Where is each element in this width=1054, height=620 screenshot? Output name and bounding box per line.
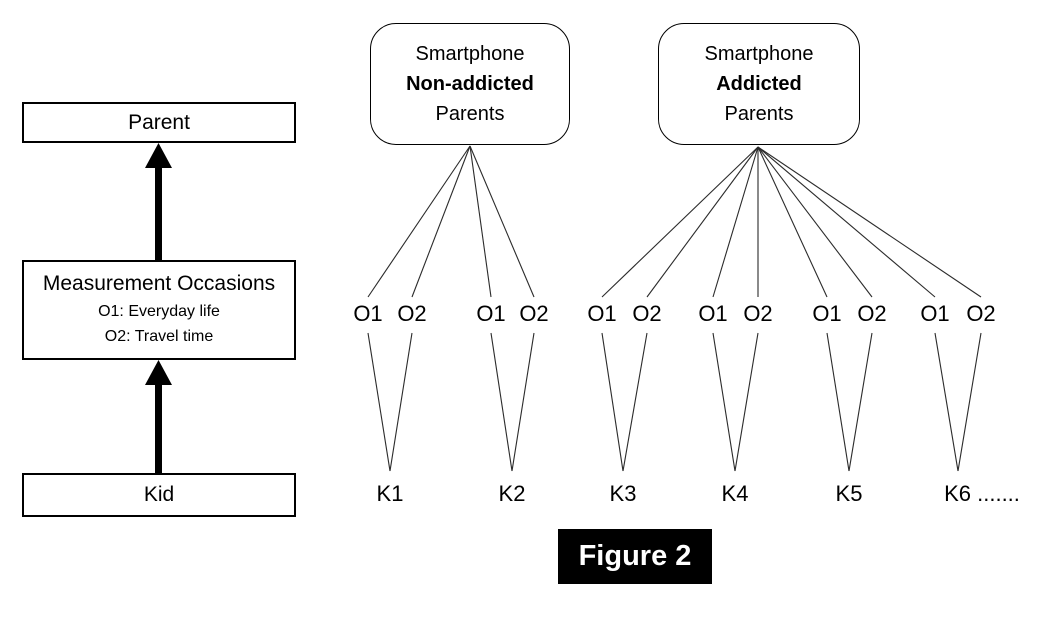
group-line-bold: Addicted [716, 73, 802, 95]
occasion-label-k2-o2: O2 [519, 301, 549, 326]
group-line: Smartphone [415, 43, 525, 65]
kid-label-k2: K2 [498, 481, 526, 506]
addicted-parents-box: Smartphone Addicted Parents [658, 23, 860, 145]
kid-box: Kid [22, 473, 296, 517]
occasion-label-k2-o1: O1 [476, 301, 506, 326]
occasion-label-k3-o1: O1 [587, 301, 617, 326]
fan-addicted [601, 146, 982, 298]
non-addicted-parents-box: Smartphone Non-addicted Parents [370, 23, 570, 145]
occasion-label-k1-o1: O1 [353, 301, 383, 326]
group-line: Parents [724, 103, 794, 125]
kid-label-k3: K3 [609, 481, 637, 506]
parent-label: Parent [128, 110, 190, 134]
occasion-label-k5-o2: O2 [857, 301, 887, 326]
parent-box: Parent [22, 102, 296, 143]
group-line: Smartphone [704, 43, 814, 65]
up-arrow-measurement-to-parent [145, 143, 172, 260]
group-line: Parents [435, 103, 505, 125]
kid-label-k5: K5 [835, 481, 863, 506]
occasion-label-k6-o2: O2 [966, 301, 996, 326]
kid-label-k4: K4 [721, 481, 749, 506]
occasion-label-k6-o1: O1 [920, 301, 950, 326]
occasion-label-k5-o1: O1 [812, 301, 842, 326]
measurement-item-o2: O2: Travel time [104, 328, 214, 345]
occasion-label-k4-o2: O2 [743, 301, 773, 326]
occasion-label-k1-o2: O2 [397, 301, 427, 326]
measurement-title: Measurement Occasions [42, 272, 276, 295]
fan-non-addicted [367, 145, 535, 298]
figure-caption-label: Figure 2 [578, 540, 692, 572]
v-connectors [367, 332, 982, 472]
kid-label-k1: K1 [376, 481, 404, 506]
figure-caption: Figure 2 [558, 529, 712, 584]
occasion-label-k4-o1: O1 [698, 301, 728, 326]
group-line-bold: Non-addicted [406, 73, 534, 95]
up-arrow-kid-to-measurement [145, 360, 172, 473]
measurement-occasions-box: Measurement Occasions O1: Everyday life … [22, 260, 296, 360]
measurement-item-o1: O1: Everyday life [98, 303, 220, 320]
kid-label: Kid [143, 483, 175, 506]
kid-label-k6: K6 ....... [944, 481, 1020, 506]
occasion-label-k3-o2: O2 [632, 301, 662, 326]
